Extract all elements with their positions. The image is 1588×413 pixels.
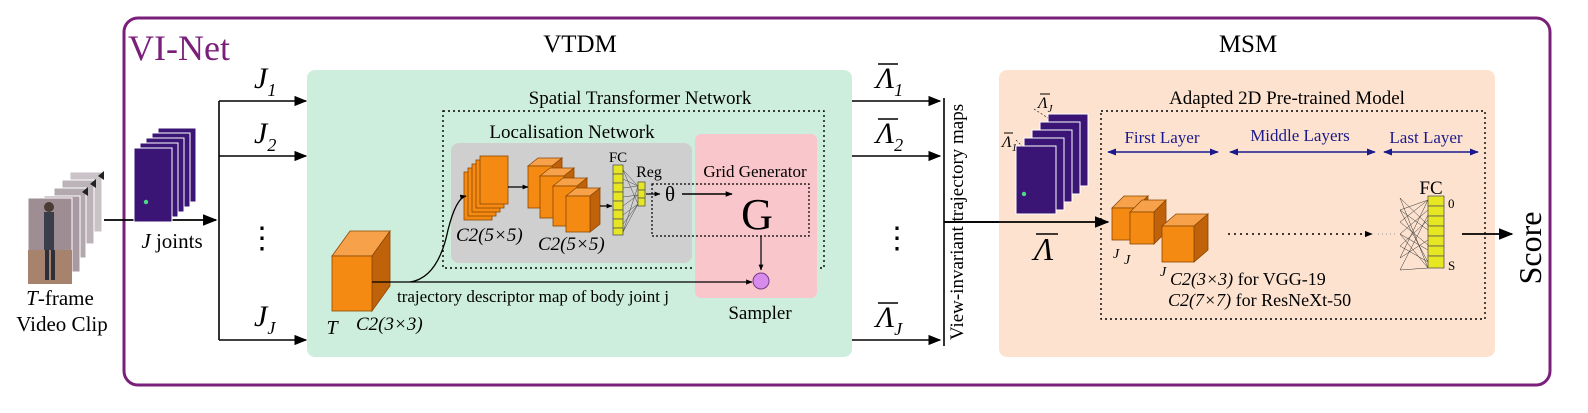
svg-text:Λ1: Λ1 <box>1000 134 1017 154</box>
middle-layers-label: Middle Layers <box>1250 126 1350 145</box>
loc-fc-label: FC <box>609 150 627 166</box>
msm-depth-label-2: J <box>1124 253 1131 268</box>
reg-column <box>637 181 646 207</box>
adapted-model-box <box>1100 110 1486 320</box>
sampler-label: Sampler <box>728 303 792 324</box>
first-layer-label: First Layer <box>1124 128 1199 147</box>
output-label-J: ΛJ <box>873 301 903 339</box>
msm-fc-column <box>1427 195 1445 269</box>
adapted-model-label: Adapted 2D Pre-trained Model <box>1169 88 1405 109</box>
msm-fc-bottom-label: S <box>1448 258 1455 273</box>
vtdm-input-conv-label: C2(3×3) <box>356 314 423 335</box>
reg-label: Reg <box>636 164 662 181</box>
msm-stack-top-label: ΛJ <box>1036 93 1054 115</box>
msm-conv-vgg-label: C2(3×3) for VGG-19 <box>1170 269 1326 290</box>
svg-text:Λ1: Λ1 <box>873 62 903 100</box>
vtdm-input-conv-block <box>331 229 391 313</box>
input-to-localisation-curve <box>409 194 467 283</box>
vi-net-title: VI-Net <box>128 28 230 68</box>
svg-text:Λ: Λ <box>1031 231 1054 267</box>
video-clip-label: Video Clip <box>16 312 108 336</box>
loc-conv-block-2 <box>526 157 602 233</box>
joint-branch-lines <box>218 95 308 346</box>
msm-panel <box>999 70 1495 357</box>
joint-label-1: J1 <box>254 62 276 100</box>
msm-depth-label-1: J <box>1113 247 1120 262</box>
msm-conv-block-1 <box>1111 195 1167 245</box>
output-dots: ⋮ <box>882 222 912 255</box>
descriptor-label: trajectory descriptor map of body joint … <box>397 287 669 306</box>
vi-net-frame <box>122 16 1552 387</box>
joint-label-2: J2 <box>254 117 276 155</box>
msm-input-label-overlay: Λ <box>1031 231 1058 267</box>
loc-fc-column <box>612 164 624 236</box>
last-layer-label: Last Layer <box>1389 128 1462 147</box>
msm-fc-label: FC <box>1419 178 1442 199</box>
video-clip-frames <box>27 171 104 285</box>
stn-label: Spatial Transformer Network <box>529 88 752 109</box>
loc-conv-label-2: C2(5×5) <box>538 234 605 255</box>
output-label-1: Λ1 <box>873 62 903 100</box>
sampler-panel <box>695 134 817 298</box>
score-label: Score <box>1512 212 1548 285</box>
grid-symbol: G <box>741 190 773 239</box>
msm-conv-resnext-label: C2(7×7) for ResNeXt-50 <box>1168 290 1351 311</box>
msm-stack-bottom-label: Λ1 <box>1000 132 1017 154</box>
vtdm-input-depth: T <box>326 317 339 339</box>
fc-reg-connections <box>622 169 639 233</box>
theta-symbol: θ <box>665 182 675 206</box>
vtdm-output-arrows <box>852 95 942 346</box>
localisation-label: Localisation Network <box>489 122 655 143</box>
grid-generator-box <box>651 183 810 237</box>
sampler-node <box>752 272 770 290</box>
vtdm-title: VTDM <box>543 31 617 58</box>
msm-fc-top-label: 0 <box>1448 196 1455 211</box>
msm-fc-connections <box>1399 197 1429 271</box>
svg-text:ΛJ: ΛJ <box>1036 95 1054 115</box>
grid-generator-label: Grid Generator <box>703 162 807 181</box>
joint-dots: ⋮ <box>247 222 277 255</box>
msm-title: MSM <box>1219 31 1277 58</box>
joint-maps-stack <box>133 127 197 223</box>
output-label-2: Λ2 <box>873 117 903 155</box>
stn-box <box>442 110 825 269</box>
loc-conv-block-1 <box>463 155 509 221</box>
msm-conv-block-2 <box>1160 213 1210 263</box>
msm-depth-label-3: J <box>1160 265 1167 280</box>
svg-text:Λ2: Λ2 <box>873 117 903 155</box>
svg-text:ΛJ: ΛJ <box>873 301 903 339</box>
frame-label: T-frame <box>26 286 94 310</box>
joint-label-J: JJ <box>254 300 276 338</box>
joints-label: J joints <box>141 229 202 253</box>
loc-conv-label-1: C2(5×5) <box>456 225 523 246</box>
msm-map-stack <box>1015 108 1089 215</box>
